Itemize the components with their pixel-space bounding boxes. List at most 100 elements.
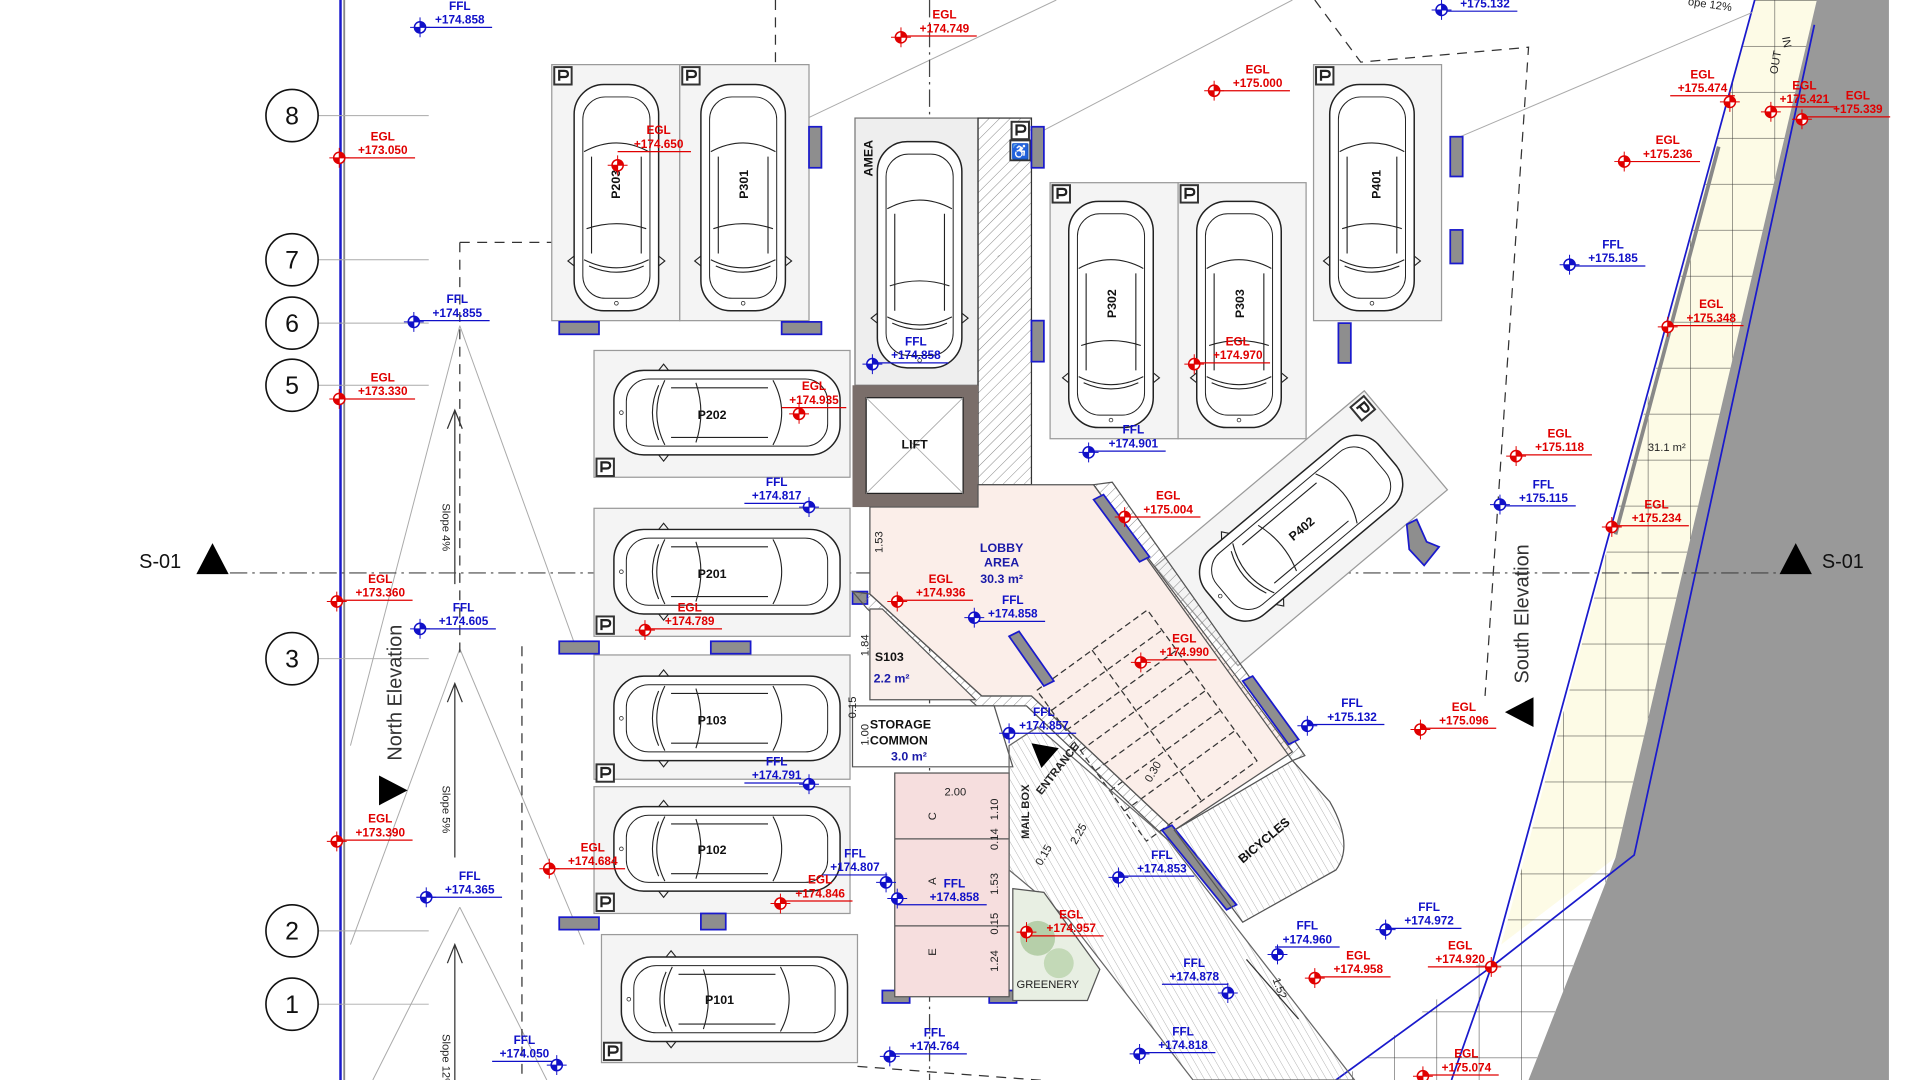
ffl-elevation-marker: FFL+174.901 (1078, 423, 1166, 463)
elevation-value: +175.421 (1780, 92, 1830, 106)
parking-bay-p203[interactable]: P203 (551, 64, 681, 322)
parking-bay-p103[interactable]: P103 (593, 654, 851, 783)
ffl-elevation-marker: FFL+174.818 (1129, 1024, 1216, 1064)
parking-label: P302 (1105, 289, 1119, 318)
egl-elevation-marker: EGL+174.789 (635, 600, 723, 641)
elevation-value: +175.000 (1233, 76, 1283, 90)
elevation-type: FFL (1183, 956, 1205, 970)
parking-bay-p303[interactable]: P303 (1177, 182, 1307, 440)
level-marker-icon (1297, 715, 1318, 736)
level-marker-icon (1791, 109, 1812, 130)
elevation-type: FFL (766, 755, 788, 769)
lift[interactable]: LIFT (852, 385, 979, 508)
level-marker-icon (1506, 446, 1527, 467)
level-marker-icon (607, 155, 628, 176)
grid-label: 2 (285, 919, 299, 946)
lift-label: LIFT (902, 438, 929, 452)
section-label: S-01 (139, 551, 181, 573)
entrance-walkway[interactable] (1008, 726, 1356, 1080)
elevation-type: EGL (1656, 133, 1680, 147)
elevation-value: +174.650 (634, 137, 684, 151)
elevation-value: +175.348 (1686, 311, 1736, 325)
slope-label: Slope 5% (439, 785, 451, 833)
lobby-name: AREA (984, 556, 1019, 570)
parking-label: P203 (609, 170, 623, 199)
north-elevation-marker[interactable]: North Elevation (379, 625, 408, 806)
grid-label: 5 (285, 373, 299, 400)
ffl-elevation-marker: +175.132 (1431, 0, 1518, 20)
dimension: 1.10 (989, 799, 1001, 821)
egl-elevation-marker: EGL+174.650 (607, 123, 691, 176)
terrain-grid (1342, 0, 1817, 1080)
property-boundary-south (1450, 24, 1816, 1080)
dimension: 1.53 (873, 531, 885, 553)
storage-common[interactable]: STORAGE COMMON 3.0 m² (851, 705, 1014, 768)
grid-axis-5: 5 (265, 358, 429, 413)
storage-name: STORAGE (870, 717, 931, 731)
level-marker-icon (1657, 316, 1678, 337)
parking-label: P401 (1370, 170, 1384, 199)
parking-bay-p101[interactable]: P101 (600, 933, 859, 1064)
parking-bay-p302[interactable]: P302 (1049, 182, 1179, 440)
section-marker-right[interactable]: S-01 (1779, 543, 1864, 575)
egl-elevation-marker: EGL+174.684 (539, 840, 626, 879)
in-label: IN (1779, 36, 1793, 49)
elevation-type: FFL (1341, 696, 1363, 710)
parking-bay-p102[interactable]: P102 (593, 786, 851, 915)
elevation-type: EGL (1346, 948, 1370, 962)
out-label: OUT (1768, 50, 1784, 75)
parking-bay-p301[interactable]: P301 (679, 64, 810, 322)
ffl-elevation-marker: FFL+174.858 (887, 876, 987, 909)
egl-elevation-marker: EGL+174.958 (1304, 948, 1391, 989)
level-marker-icon (1304, 968, 1325, 989)
storage-units[interactable]: C A E (894, 772, 1010, 998)
elevation-value: +175.115 (1519, 491, 1568, 505)
level-marker-icon (887, 888, 908, 909)
level-marker-icon (539, 858, 560, 879)
elevation-value: +174.807 (830, 860, 880, 874)
elevation-type: FFL (905, 335, 927, 349)
storage-unit-a: A (927, 877, 939, 885)
elevation-type: EGL (368, 572, 392, 586)
parking-bay-p401[interactable]: P401 (1312, 64, 1443, 322)
level-marker-icon (1217, 983, 1238, 1003)
elevation-type: FFL (924, 1026, 946, 1040)
south-elevation-marker[interactable]: South Elevation (1504, 544, 1534, 728)
elevation-value: +175.096 (1439, 714, 1489, 728)
north-elevation-label: North Elevation (384, 625, 406, 761)
elevation-value: +175.132 (1460, 0, 1510, 10)
bicycle-parking[interactable]: BICYCLES (1173, 759, 1345, 923)
elevation-type: FFL (1033, 705, 1055, 719)
section-arrow-icon (196, 543, 229, 575)
greenery[interactable]: GREENERY (1012, 887, 1101, 1002)
elevation-value: +175.004 (1143, 502, 1193, 516)
ffl-elevation-marker: FFL+174.858 (862, 335, 949, 375)
section-marker-left[interactable]: S-01 (139, 543, 229, 575)
elevation-type: FFL (1533, 477, 1555, 491)
accessible-bay-amea[interactable]: AMEA (854, 117, 979, 386)
elevation-type: FFL (1123, 423, 1145, 437)
ffl-elevation-marker: FFL+174.878 (1161, 956, 1238, 1003)
level-marker-icon (1760, 101, 1781, 122)
terrain-area-label: 31.1 m² (1648, 442, 1686, 454)
elevation-value: +174.853 (1137, 861, 1187, 875)
level-marker-icon (887, 591, 908, 612)
egl-elevation-marker: EGL+173.360 (326, 572, 413, 612)
storage-s103[interactable]: S103 2.2 m² (869, 608, 978, 701)
elevation-value: +174.749 (920, 21, 970, 35)
entrance-arrow-icon (1031, 743, 1059, 769)
elevation-type: EGL (1059, 907, 1083, 921)
level-marker-icon (1601, 517, 1622, 537)
level-marker-icon (326, 591, 347, 612)
parking-bay-p201[interactable]: P201 (593, 507, 851, 637)
elevation-value: +174.684 (568, 854, 618, 868)
section-label: S-01 (1822, 551, 1864, 573)
parking-bay-p202[interactable]: P202 (593, 349, 851, 478)
storage-unit-e: E (927, 948, 939, 955)
elevation-arrow-icon (1504, 697, 1534, 728)
egl-elevation-marker: EGL+175.421 (1760, 78, 1837, 122)
elevation-value: +174.936 (916, 586, 966, 600)
window-wall (1092, 493, 1151, 563)
elevation-type: EGL (1454, 1047, 1478, 1061)
